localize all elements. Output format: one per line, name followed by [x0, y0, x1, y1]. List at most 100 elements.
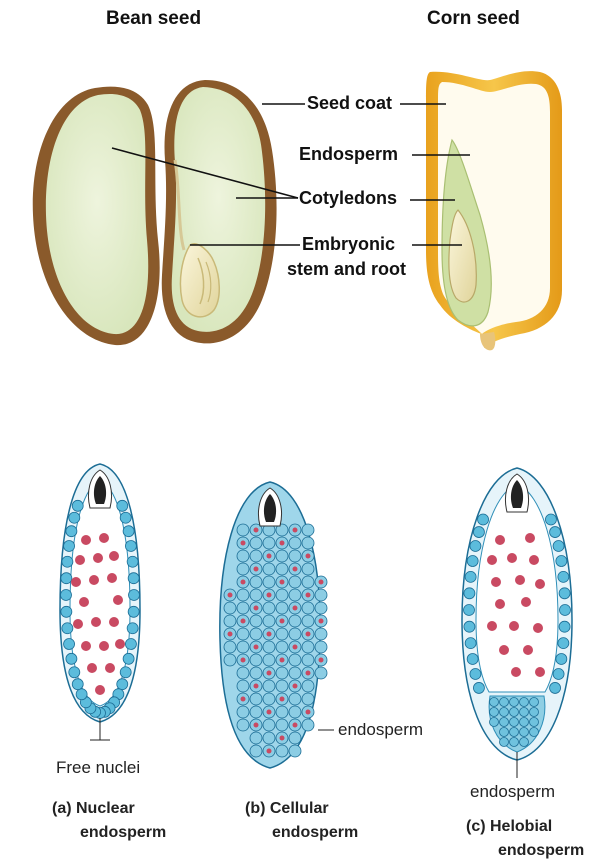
cell-nucleus: [280, 658, 285, 663]
endosperm-cell: [302, 537, 314, 549]
cell-nucleus: [241, 619, 246, 624]
cell-nucleus: [254, 528, 259, 533]
endosperm-cell: [237, 680, 249, 692]
endosperm-cell: [263, 615, 275, 627]
free-nucleus: [109, 617, 119, 627]
wall-cell: [123, 653, 134, 664]
wall-cell: [72, 679, 83, 690]
wall-cell: [473, 527, 484, 538]
label-seed-coat: Seed coat: [307, 93, 392, 114]
endosperm-cell: [289, 745, 301, 757]
cell-nucleus: [267, 554, 272, 559]
cell-nucleus: [306, 593, 311, 598]
label-embryonic-line1: Embryonic: [302, 234, 395, 255]
wall-cell: [464, 605, 475, 616]
label-embryonic-line2: stem and root: [287, 259, 406, 280]
cell-nucleus: [241, 658, 246, 663]
endosperm-cell: [263, 654, 275, 666]
free-nucleus: [73, 619, 83, 629]
free-nucleus: [515, 575, 525, 585]
free-nucleus: [113, 595, 123, 605]
caption-a-line2: endosperm: [80, 824, 166, 842]
wall-cell: [467, 653, 478, 664]
endosperm-cell: [237, 628, 249, 640]
free-nucleus: [91, 617, 101, 627]
cell-nucleus: [306, 671, 311, 676]
label-endosperm-cellular: endosperm: [338, 720, 423, 740]
endosperm-cell: [224, 615, 236, 627]
chalazal-cell: [530, 698, 539, 707]
endosperm-cell: [250, 745, 262, 757]
free-nucleus: [75, 555, 85, 565]
endosperm-cell: [315, 667, 327, 679]
endosperm-cell: [289, 537, 301, 549]
wall-cell: [556, 556, 567, 567]
endosperm-cell: [237, 563, 249, 575]
free-nucleus: [109, 551, 119, 561]
free-nucleus: [79, 597, 89, 607]
cell-nucleus: [254, 606, 259, 611]
endosperm-cell: [237, 524, 249, 536]
wall-cell: [464, 621, 475, 632]
wall-cell: [559, 588, 570, 599]
wall-cell: [545, 514, 556, 525]
cell-nucleus: [293, 528, 298, 533]
wall-cell: [558, 571, 569, 582]
wall-cell: [465, 571, 476, 582]
endosperm-cell: [263, 576, 275, 588]
cell-nucleus: [267, 749, 272, 754]
wall-cell: [559, 621, 570, 632]
free-nucleus: [71, 577, 81, 587]
free-nucleus: [81, 641, 91, 651]
endosperm-cell: [250, 589, 262, 601]
endosperm-cell: [237, 641, 249, 653]
wall-cell: [69, 512, 80, 523]
free-nucleus: [491, 577, 501, 587]
chalazal-cell: [510, 728, 519, 737]
endosperm-cell: [224, 641, 236, 653]
endosperm-cell: [263, 719, 275, 731]
cell-nucleus: [228, 632, 233, 637]
chalazal-cell: [530, 728, 539, 737]
wall-cell: [128, 606, 139, 617]
chalazal-cell: [510, 738, 519, 747]
cell-nucleus: [267, 710, 272, 715]
nuclear-endosperm-figure: [60, 464, 140, 740]
free-nucleus: [495, 535, 505, 545]
wall-cell: [61, 573, 72, 584]
chalazal-cell: [510, 698, 519, 707]
endosperm-cell: [289, 693, 301, 705]
cell-nucleus: [228, 593, 233, 598]
wall-cell: [550, 527, 561, 538]
endosperm-cell: [315, 589, 327, 601]
bean-seed-title: Bean seed: [106, 8, 201, 30]
endosperm-cell: [237, 589, 249, 601]
chalazal-cell: [490, 698, 499, 707]
endosperm-cell: [263, 537, 275, 549]
cell-nucleus: [319, 658, 324, 663]
corn-seed: [426, 71, 562, 350]
wall-cell: [123, 526, 134, 537]
cell-nucleus: [293, 606, 298, 611]
free-nucleus: [507, 553, 517, 563]
endosperm-cell: [263, 732, 275, 744]
free-nucleus: [509, 621, 519, 631]
endosperm-cell: [289, 615, 301, 627]
cell-nucleus: [241, 697, 246, 702]
endosperm-cell: [263, 641, 275, 653]
free-nucleus: [495, 599, 505, 609]
wall-cell: [120, 667, 131, 678]
endosperm-cell: [250, 654, 262, 666]
free-nucleus: [107, 573, 117, 583]
free-nucleus: [533, 623, 543, 633]
chalazal-cell: [530, 708, 539, 717]
endosperm-cell: [250, 576, 262, 588]
free-nucleus: [523, 645, 533, 655]
chalazal-cell: [510, 718, 519, 727]
endosperm-cell: [276, 589, 288, 601]
wall-cell: [473, 682, 484, 693]
cell-nucleus: [280, 736, 285, 741]
endosperm-cell: [263, 602, 275, 614]
